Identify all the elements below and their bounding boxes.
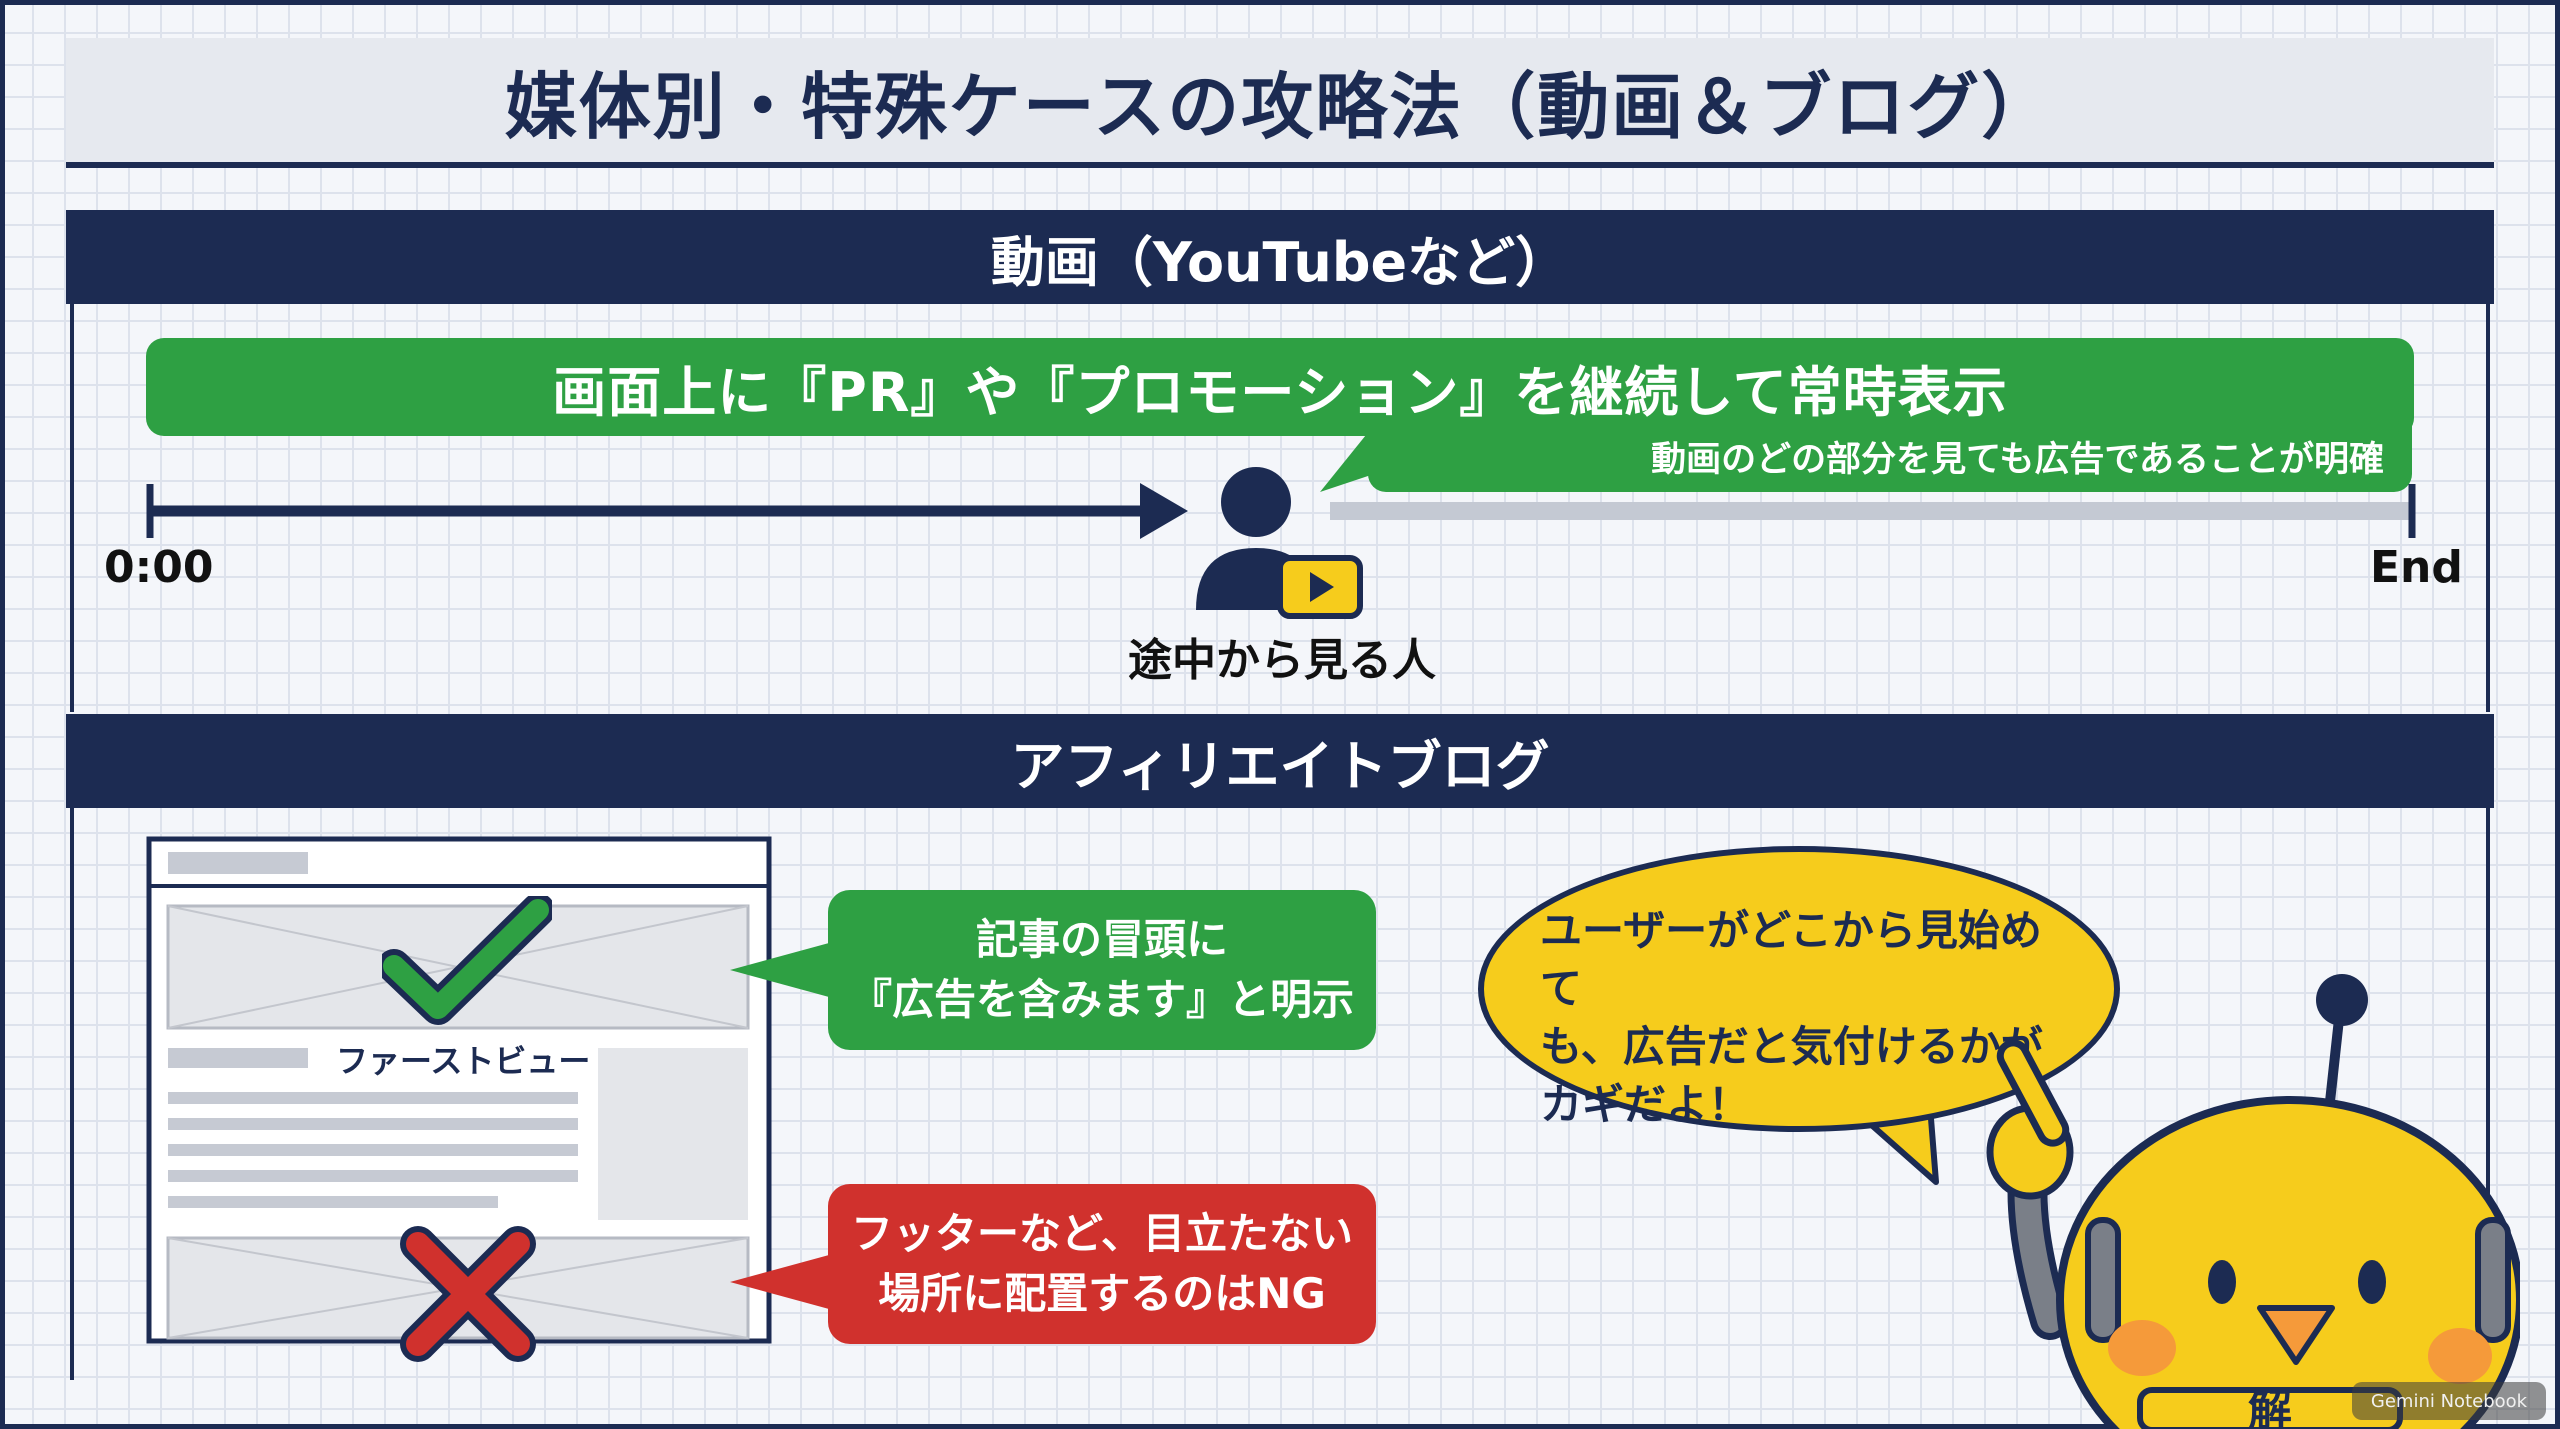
viewer-label: 途中から見る人 — [1128, 635, 1436, 686]
video-section-header: 動画（YouTubeなど） — [66, 210, 2494, 304]
person-play-icon — [1196, 467, 1363, 619]
good-callout-pointer — [730, 940, 840, 1000]
timeline-arrow-head — [1140, 483, 1188, 539]
mascot-badge-text: 解 — [2248, 1385, 2292, 1429]
watermark-text: Gemini Notebook — [2370, 1390, 2528, 1412]
good-callout-text: 記事の冒頭に 『広告を含みます』と明示 — [849, 915, 1354, 1024]
pr-banner: 画面上に『PR』や『プロモーション』を継続して常時表示 — [146, 338, 2414, 436]
cross-icon — [400, 1226, 536, 1362]
page-title: 媒体別・特殊ケースの攻略法（動画＆ブログ） — [504, 64, 2056, 149]
robot-chick-mascot: 解 — [1986, 974, 2520, 1429]
blog-section-heading: アフィリエイトブログ — [1010, 734, 1550, 798]
pr-banner-subtext-box: 動画のどの部分を見ても広告であることが明確 — [1368, 420, 2412, 492]
first-view-label: ファーストビュー — [336, 1042, 591, 1080]
timeline-start-label: 0:00 — [104, 542, 214, 593]
mascot-speech-text: ユーザーがどこから見始めて も、広告だと気付けるかが カギだよ！ — [1540, 906, 2043, 1129]
check-icon — [382, 896, 552, 1025]
video-panel — [70, 296, 2490, 712]
pr-banner-subtext: 動画のどの部分を見ても広告であることが明確 — [1651, 439, 2384, 480]
watermark: Gemini Notebook — [2352, 1382, 2546, 1420]
blog-panel — [70, 800, 2490, 1380]
video-timeline — [146, 483, 2416, 539]
title-bar: 媒体別・特殊ケースの攻略法（動画＆ブログ） — [66, 38, 2494, 168]
video-section-heading: 動画（YouTubeなど） — [990, 230, 1570, 294]
bad-callout-pointer — [730, 1252, 840, 1312]
good-callout: 記事の冒頭に 『広告を含みます』と明示 — [828, 890, 1376, 1050]
pr-banner-text: 画面上に『PR』や『プロモーション』を継続して常時表示 — [552, 360, 2008, 424]
blog-section-header: アフィリエイトブログ — [66, 714, 2494, 808]
bad-callout: フッターなど、目立たない 場所に配置するのはNG — [828, 1184, 1376, 1344]
bad-callout-text: フッターなど、目立たない 場所に配置するのはNG — [851, 1209, 1353, 1318]
timeline-end-label: End — [2370, 542, 2463, 593]
